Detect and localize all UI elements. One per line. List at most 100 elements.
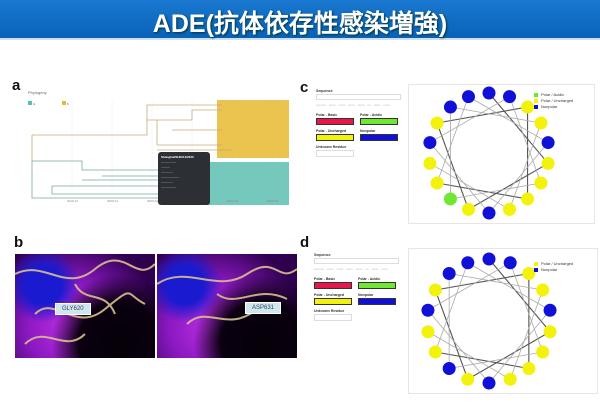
wheel-connector: [434, 262, 469, 353]
polar-acidic-label: Polar - Acidic: [360, 113, 383, 117]
residue-node[interactable]: [482, 86, 496, 100]
wheel-connector: [509, 96, 542, 184]
panel-label-b: b: [14, 234, 24, 251]
wheel-connector: [468, 162, 549, 210]
legend-clade-g: G: [28, 101, 35, 106]
residue-node[interactable]: [482, 376, 496, 390]
wheel-connector: [468, 96, 549, 143]
svg-text:2020-02: 2020-02: [147, 199, 158, 203]
residue-node[interactable]: [541, 156, 555, 170]
residue-node[interactable]: [430, 176, 444, 190]
residue-node[interactable]: [443, 100, 457, 114]
sequence-input[interactable]: [316, 94, 401, 100]
residue-node[interactable]: [443, 192, 457, 206]
unknown-residue-label: Unknown Residue: [314, 309, 345, 313]
residue-node[interactable]: [503, 90, 517, 104]
svg-text:2020-04: 2020-04: [227, 199, 238, 203]
residue-node[interactable]: [503, 372, 517, 386]
residue-node[interactable]: [482, 206, 496, 220]
residue-node[interactable]: [442, 267, 456, 281]
wheel-connector: [435, 351, 529, 370]
wheel-connector: [427, 331, 511, 380]
residue-label-right: ASP631: [245, 302, 282, 314]
residue-node[interactable]: [536, 283, 550, 297]
title-bar: ADE(抗体依存性感染増強): [0, 0, 600, 40]
unknown-residue-color[interactable]: [314, 314, 352, 321]
residue-node[interactable]: [534, 116, 548, 130]
sequence-input[interactable]: [314, 258, 399, 264]
residue-node[interactable]: [522, 267, 536, 281]
wheel-connector: [509, 289, 544, 380]
residue-node[interactable]: [522, 361, 536, 375]
polar-acidic-color[interactable]: [360, 118, 398, 125]
phylogeny-header: Phylogeny: [28, 90, 47, 95]
sequence-label: Sequence: [316, 89, 333, 93]
residue-node[interactable]: [461, 256, 475, 270]
unknown-residue-label: Unknown Residue: [316, 145, 347, 149]
helical-wheel-c: Polar / Acidic Polar / Uncharged Nonpola…: [408, 84, 595, 224]
wheel-connector: [427, 309, 490, 384]
wheel-connector: [429, 142, 490, 214]
polar-uncharged-color[interactable]: [316, 134, 354, 141]
panel-label-d: d: [300, 234, 310, 251]
tooltip-title: Shanghai/SH0014/2020: [161, 155, 194, 159]
nonpolar-label: Nonpolar: [358, 293, 374, 297]
residue-node[interactable]: [543, 303, 557, 317]
wheel-connector: [449, 273, 543, 291]
residue-node[interactable]: [503, 202, 517, 216]
residue-node[interactable]: [534, 176, 548, 190]
wheel-connector: [488, 92, 549, 164]
polar-acidic-label: Polar - Acidic: [358, 277, 381, 281]
wheel-connector: [434, 289, 469, 380]
residue-node[interactable]: [543, 325, 557, 339]
controls-c: Sequence ▭▭▭▭▭▭▭▭▭▭▭▭▭▭▭▭ Polar - Basic …: [316, 86, 401, 158]
wheel-connector: [436, 96, 469, 184]
wheel-connector: [427, 262, 511, 311]
wheel-connector: [449, 351, 543, 369]
polar-basic-color[interactable]: [314, 282, 352, 289]
residue-node[interactable]: [461, 202, 475, 216]
wheel-connector: [488, 309, 551, 384]
nonpolar-color[interactable]: [358, 298, 396, 305]
slide-title: ADE(抗体依存性感染増強): [152, 10, 448, 38]
panel-label-a: a: [12, 77, 21, 94]
polar-acidic-color[interactable]: [358, 282, 396, 289]
residue-node[interactable]: [503, 256, 517, 270]
residue-node[interactable]: [430, 116, 444, 130]
residue-node[interactable]: [521, 100, 535, 114]
wheel-connector: [429, 163, 510, 210]
residue-node[interactable]: [536, 345, 550, 359]
tree-tooltip: Shanghai/SH0014/2020 ———————————————————…: [158, 152, 210, 205]
polar-basic-label: Polar - Basic: [314, 277, 336, 281]
wheel-connector: [509, 262, 544, 353]
unknown-residue-color[interactable]: [316, 150, 354, 157]
nonpolar-color[interactable]: [360, 134, 398, 141]
residue-node[interactable]: [421, 303, 435, 317]
residue-node[interactable]: [521, 192, 535, 206]
residue-node[interactable]: [423, 136, 437, 150]
residue-node[interactable]: [423, 156, 437, 170]
residue-node[interactable]: [461, 372, 475, 386]
wheel-connector: [435, 272, 529, 291]
wheel-connector: [436, 122, 469, 210]
residue-node[interactable]: [428, 283, 442, 297]
wheel-connector: [436, 106, 528, 124]
legend-clade-s: S: [62, 101, 69, 106]
wheel-connector: [450, 106, 542, 124]
helical-wheel-d: Polar / Uncharged Nonpolar: [408, 248, 598, 394]
polar-uncharged-label: Polar - Uncharged: [316, 129, 347, 133]
wheel-d-legend: Polar / Uncharged Nonpolar: [534, 261, 573, 273]
wheel-connector: [488, 142, 549, 214]
wheel-connector: [436, 182, 528, 200]
polar-basic-color[interactable]: [316, 118, 354, 125]
residue-node[interactable]: [461, 90, 475, 104]
polar-uncharged-color[interactable]: [314, 298, 352, 305]
residue-node[interactable]: [541, 136, 555, 150]
residue-node[interactable]: [442, 361, 456, 375]
svg-text:2019-12: 2019-12: [67, 199, 78, 203]
residue-node[interactable]: [482, 252, 496, 266]
residue-node[interactable]: [421, 325, 435, 339]
wheel-connector: [467, 262, 551, 311]
residue-node[interactable]: [428, 345, 442, 359]
